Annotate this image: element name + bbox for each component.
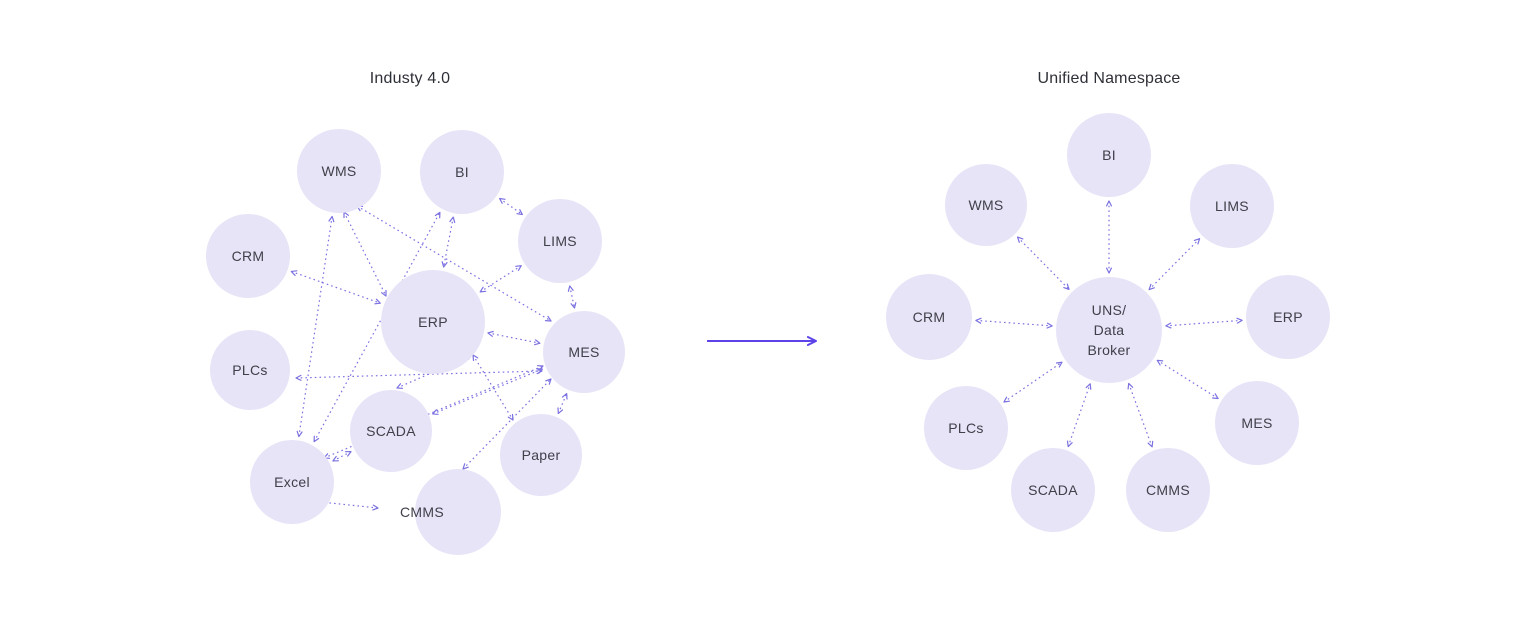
dotted-arrow-wms-erp-left (343, 211, 387, 297)
dotted-arrow-scada-mes-left (432, 368, 543, 415)
node-lims-right: LIMS (1190, 164, 1274, 248)
node-erp-left: ERP (381, 270, 485, 374)
node-wms-left: WMS (297, 129, 381, 213)
dotted-arrow-erp-lims-left (479, 265, 522, 293)
dotted-arrow-bi-erp-left (443, 217, 454, 268)
node-label: CMMS (1146, 482, 1190, 498)
node-cmms-right: CMMS (1126, 448, 1210, 532)
node-label: PLCs (232, 362, 268, 378)
node-mes-left: MES (543, 311, 625, 393)
node-plcs-left: PLCs (210, 330, 290, 410)
node-label: ERP (418, 314, 448, 330)
node-bi-left: BI (420, 130, 504, 214)
node-excel-left: Excel (250, 440, 334, 524)
dotted-arrow-mes-uns-right (1156, 359, 1219, 400)
node-label: SCADA (1028, 482, 1078, 498)
dotted-arrow-lims-mes-left (569, 285, 576, 309)
dotted-arrow-crm-erp-left (291, 270, 381, 304)
node-label: CRM (912, 309, 946, 325)
dotted-arrow-erp-mes-left (487, 332, 540, 344)
node-cmms-left: CMMS (400, 469, 501, 555)
dotted-arrow-excel-bi-left (313, 212, 441, 442)
node-crm-right: CRM (886, 274, 972, 360)
dotted-arrow-plcs-mes-left (295, 370, 543, 379)
node-label: ERP (1273, 309, 1303, 325)
dotted-arrow-erp-paper-left (472, 354, 514, 421)
dotted-arrow-lims-uns-right (1148, 238, 1201, 290)
dotted-arrow-paper-mes-left (557, 393, 568, 414)
node-label: LIMS (1215, 198, 1249, 214)
dotted-arrow-plcs-uns-right (1003, 361, 1063, 403)
node-label: CMMS (400, 504, 444, 520)
node-bi-right: BI (1067, 113, 1151, 197)
dotted-arrow-excel-mes-left (323, 365, 544, 459)
dotted-arrow-cmms-uns-right (1128, 383, 1153, 448)
node-scada-right: SCADA (1011, 448, 1095, 532)
dotted-arrow-cmms-mes-left (462, 378, 552, 470)
dotted-arrow-crm-uns-right (975, 319, 1053, 327)
dotted-arrow-bi-lims-left (499, 197, 523, 216)
dotted-arrow-wms-uns-right (1017, 236, 1070, 290)
dotted-arrow-excel-wms-left (298, 216, 333, 437)
node-mes-right: MES (1215, 381, 1299, 465)
node-label: Paper (521, 447, 561, 463)
node-plcs-right: PLCs (924, 386, 1008, 470)
node-label: WMS (321, 163, 357, 179)
hub-label-line: Data (1093, 322, 1125, 338)
left-diagram-title: Industy 4.0 (369, 70, 451, 87)
node-erp-right: ERP (1246, 275, 1330, 359)
node-label: BI (1102, 147, 1116, 163)
node-label: MES (1241, 415, 1273, 431)
right-diagram-title: Unified Namespace (1037, 70, 1181, 87)
node-lims-left: LIMS (518, 199, 602, 283)
node-label: BI (455, 164, 469, 180)
dotted-arrow-excel-scada-left (332, 451, 352, 462)
dotted-arrow-erp-uns-right (1165, 319, 1243, 327)
hub-label-line: Broker (1087, 342, 1131, 358)
hub-label-line: UNS/ (1091, 302, 1127, 318)
node-label: MES (568, 344, 600, 360)
node-paper-left: Paper (500, 414, 582, 496)
node-label: SCADA (366, 423, 416, 439)
node-label: WMS (968, 197, 1004, 213)
node-label: Excel (274, 474, 310, 490)
node-label: CRM (231, 248, 265, 264)
node-scada-left: SCADA (350, 390, 432, 472)
node-label: LIMS (543, 233, 577, 249)
node-label: PLCs (948, 420, 984, 436)
node-crm-left: CRM (206, 214, 290, 298)
dotted-arrow-scada-uns-right (1067, 383, 1091, 447)
node-wms-right: WMS (945, 164, 1027, 246)
